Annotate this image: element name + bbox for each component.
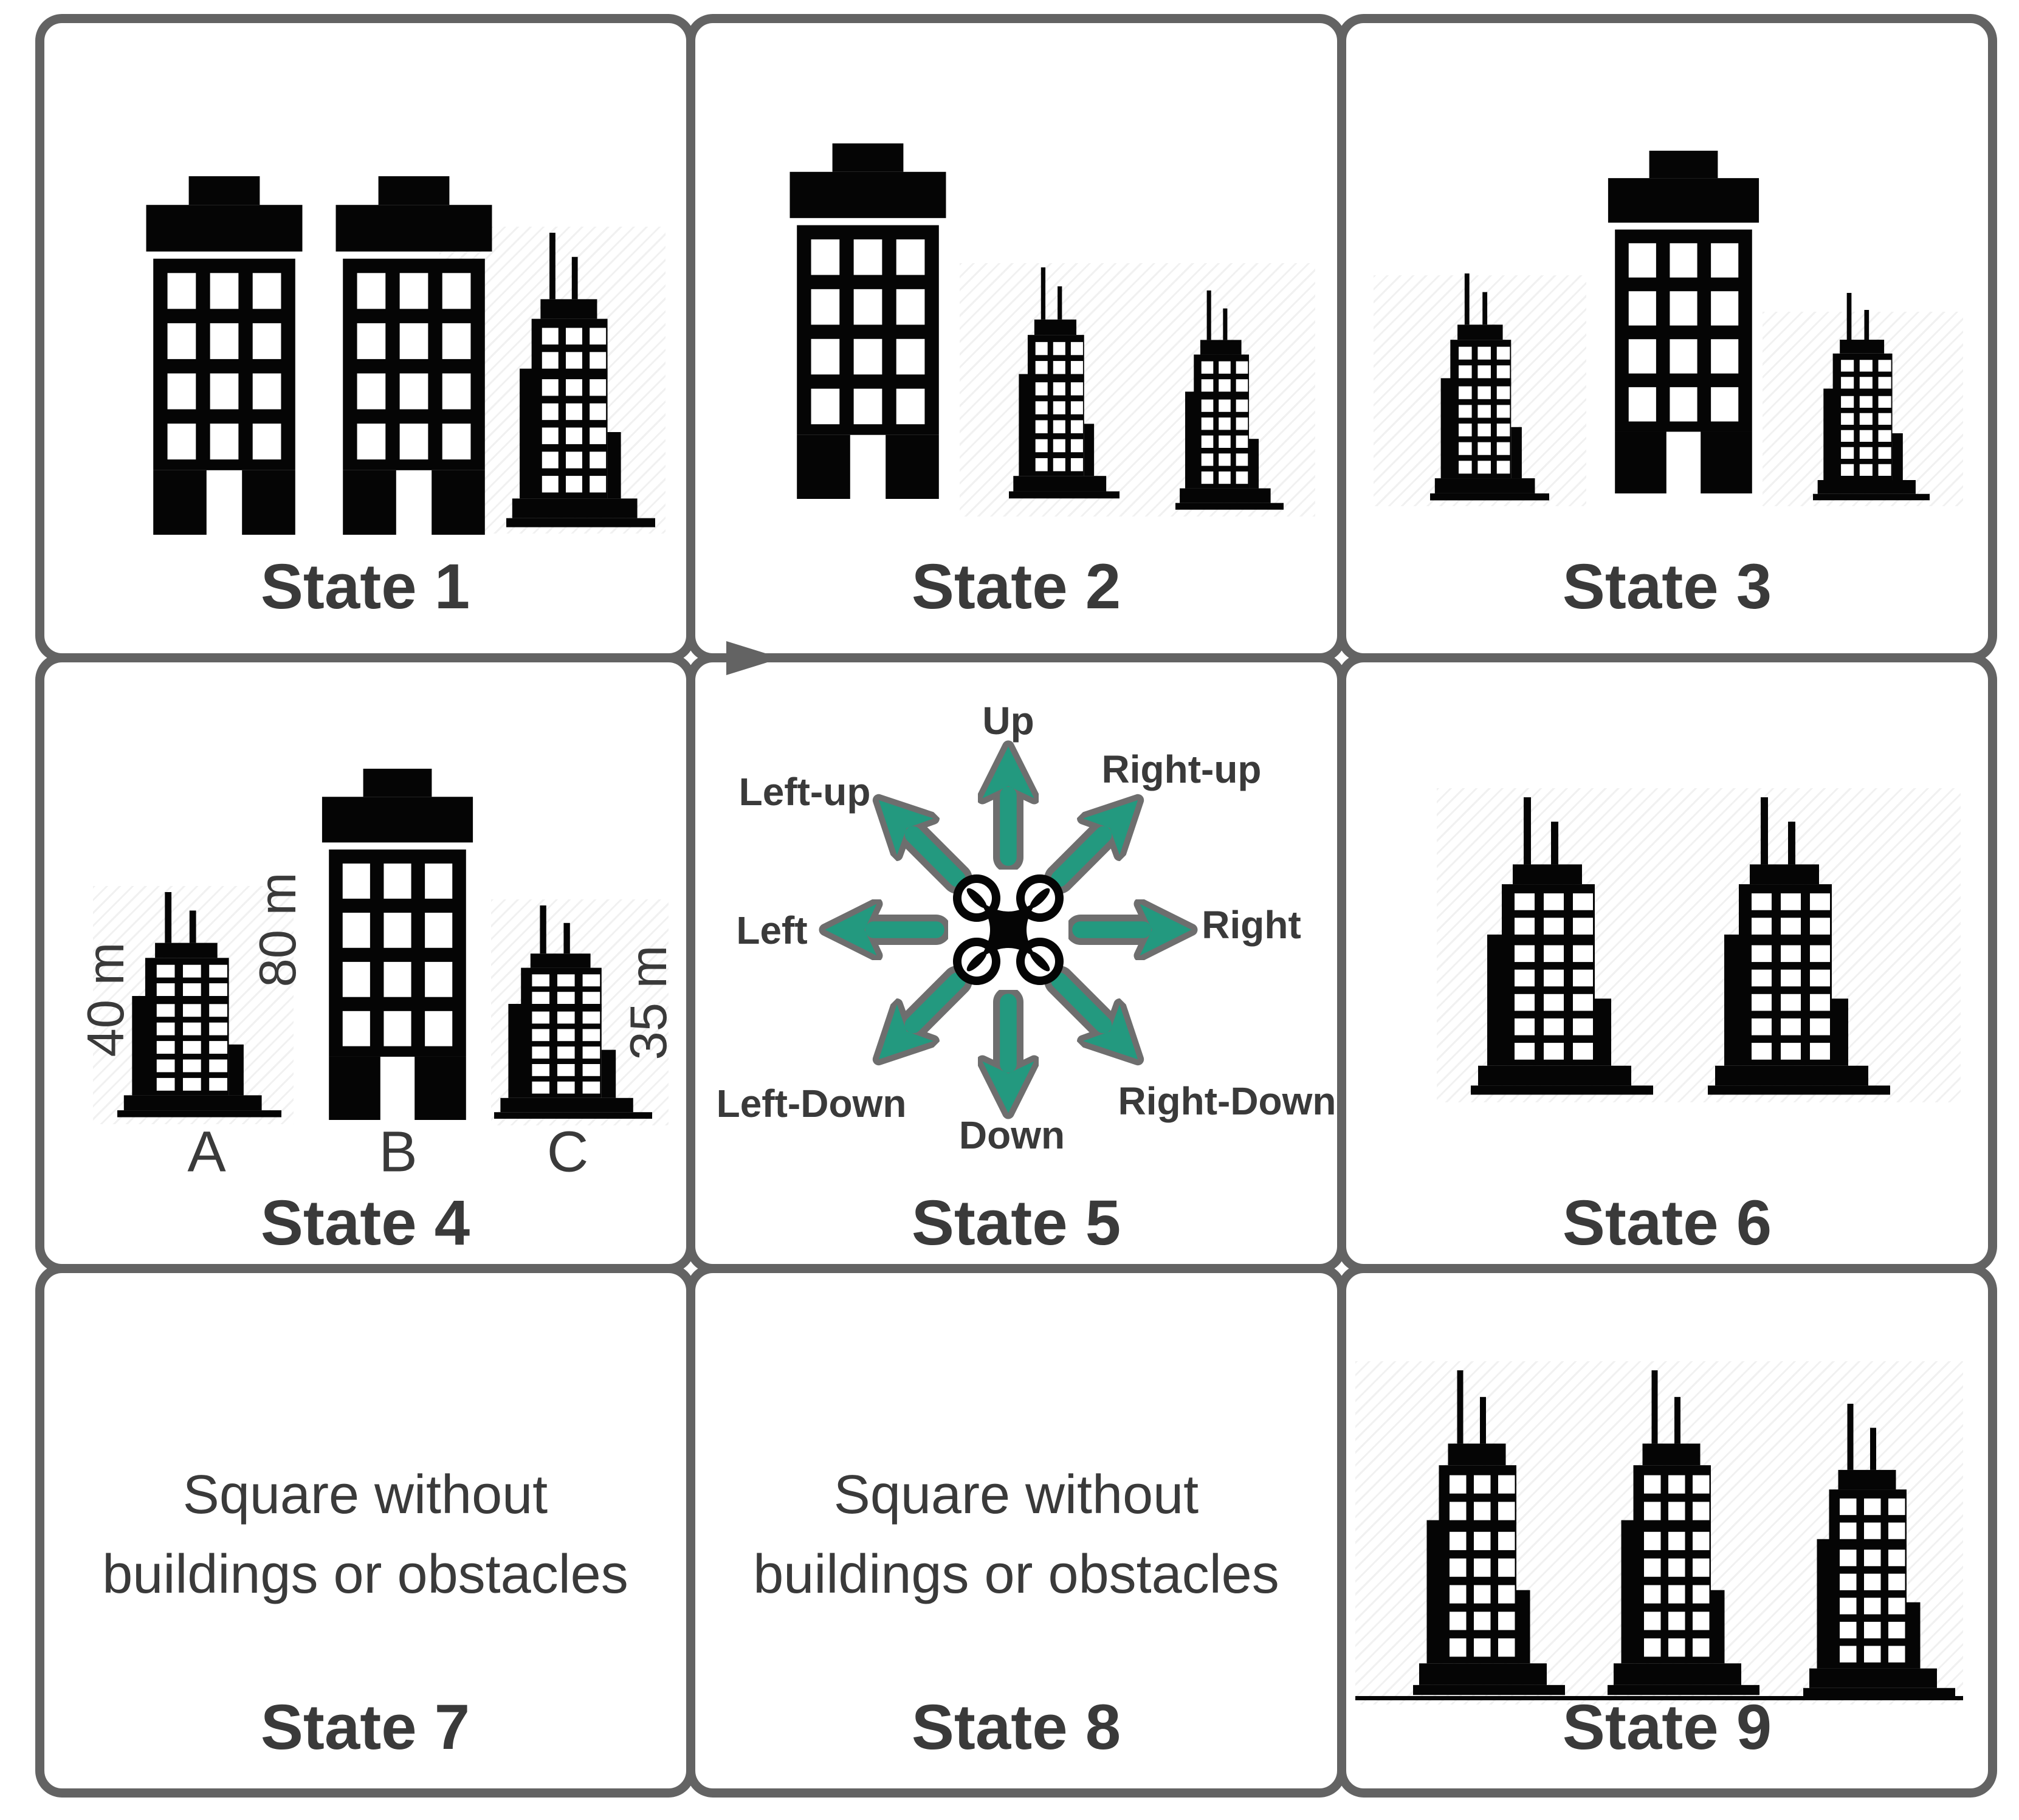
building-large-icon xyxy=(779,143,957,499)
direction-label-right: Right xyxy=(1202,903,1301,947)
building-height-label: 80 m xyxy=(249,872,307,987)
building-tower-icon xyxy=(1471,797,1653,1102)
direction-arrow-down-icon xyxy=(978,990,1039,1127)
right-triangle-marker-icon xyxy=(726,641,781,675)
panel-state-3: State 3 xyxy=(1337,14,1997,662)
building-tower-icon xyxy=(1813,293,1930,506)
building-height-label: 40 m xyxy=(77,942,135,1057)
panel-state-7: Square without buildings or obstacles St… xyxy=(35,1264,695,1798)
panel-state-8: Square without buildings or obstacles St… xyxy=(686,1264,1346,1798)
direction-arrow-right-icon xyxy=(1068,899,1205,960)
state-label: State 7 xyxy=(260,1692,470,1763)
direction-label-left-down: Left-Down xyxy=(716,1082,907,1125)
panel-state-2: State 2 xyxy=(686,14,1346,662)
building-large-icon xyxy=(325,176,503,535)
building-tower-icon xyxy=(1608,1370,1759,1703)
building-tower-icon xyxy=(1803,1404,1955,1705)
building-tower-icon xyxy=(1430,273,1549,506)
direction-arrow-up-icon xyxy=(978,733,1039,870)
building-tower-icon xyxy=(1175,290,1284,515)
panel-state-1: State 1 xyxy=(35,14,695,662)
direction-label-right-down: Right-Down xyxy=(1118,1079,1336,1123)
panel-state-4: 40 m 80 m 35 m A B C State 4 xyxy=(35,653,695,1273)
building-tower-icon xyxy=(1009,267,1120,504)
direction-label-up: Up xyxy=(982,699,1034,743)
message-line: Square without xyxy=(182,1465,548,1525)
ground-line xyxy=(1355,1696,1963,1700)
drone-icon xyxy=(948,869,1069,991)
state-label: State 3 xyxy=(1562,551,1772,622)
direction-arrow-left-icon xyxy=(811,899,948,960)
building-large-icon xyxy=(1598,151,1769,493)
panel-state-9: State 9 xyxy=(1337,1264,1997,1798)
direction-label-right-up: Right-up xyxy=(1101,747,1262,791)
building-height-label: 35 m xyxy=(620,945,678,1060)
message-line: Square without xyxy=(833,1465,1199,1525)
state-label: State 8 xyxy=(911,1692,1121,1763)
building-tower-icon xyxy=(1413,1370,1565,1703)
direction-label-left: Left xyxy=(736,908,808,952)
direction-label-down: Down xyxy=(958,1113,1065,1157)
panel-state-6: State 6 xyxy=(1337,653,1997,1273)
state-label: State 1 xyxy=(260,551,470,622)
building-large-icon xyxy=(136,176,313,535)
building-tower-icon xyxy=(1708,797,1890,1102)
direction-label-left-up: Left-up xyxy=(738,770,871,814)
message-line: buildings or obstacles xyxy=(102,1544,628,1605)
state-label: State 9 xyxy=(1562,1692,1772,1763)
message-line: buildings or obstacles xyxy=(753,1544,1279,1605)
state-label: State 2 xyxy=(911,551,1121,622)
building-name-label: A xyxy=(187,1119,226,1184)
state-label: State 6 xyxy=(1562,1187,1772,1259)
building-tower-icon xyxy=(506,233,655,535)
message-text: Square without buildings or obstacles xyxy=(695,1455,1337,1614)
building-name-label: C xyxy=(546,1119,589,1184)
panel-state-5: Up Right-up Right Right-Down Down Left-D… xyxy=(686,653,1346,1273)
building-large-icon xyxy=(312,769,483,1120)
state-label: State 4 xyxy=(260,1187,470,1259)
state-label: State 5 xyxy=(911,1187,1121,1259)
message-text: Square without buildings or obstacles xyxy=(44,1455,686,1614)
building-name-label: B xyxy=(379,1119,418,1184)
